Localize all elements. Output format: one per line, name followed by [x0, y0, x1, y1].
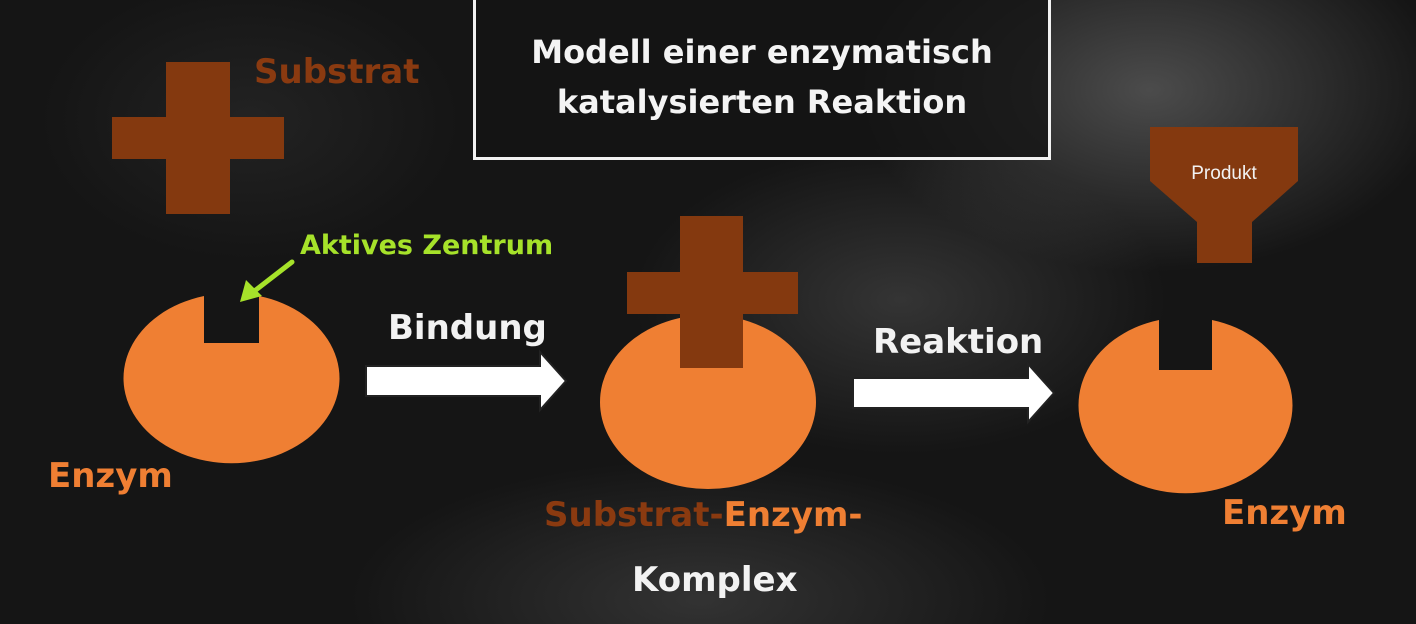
label-komplex-line1: Substrat-Enzym- [544, 495, 863, 535]
title-box: Modell einer enzymatisch katalysierten R… [473, 0, 1051, 160]
label-komplex-substrat: Substrat- [544, 495, 724, 535]
enzyme-complex [600, 315, 816, 489]
label-substrat: Substrat [254, 52, 420, 92]
arrow-binding [365, 349, 568, 413]
active-site-pointer-arrow [240, 259, 295, 302]
title-line-1: Modell einer enzymatisch [531, 33, 993, 72]
label-komplex-enzym: Enzym- [723, 495, 863, 535]
substrate-cross-bound [627, 216, 798, 368]
label-bindung: Bindung [388, 308, 547, 348]
label-komplex: Komplex [632, 560, 798, 600]
substrate-cross [112, 62, 284, 214]
product-shape [1150, 127, 1298, 263]
label-enzym-right: Enzym [1222, 493, 1347, 533]
label-produkt: Produkt [1191, 163, 1257, 184]
arrow-reaction [852, 361, 1056, 425]
title-line-2: katalysierten Reaktion [556, 83, 968, 121]
enzyme-left [123, 296, 340, 464]
enzyme-right [1078, 320, 1293, 494]
label-aktives-zentrum: Aktives Zentrum [300, 230, 554, 261]
label-reaktion: Reaktion [873, 322, 1044, 362]
label-enzym-left: Enzym [48, 456, 173, 496]
